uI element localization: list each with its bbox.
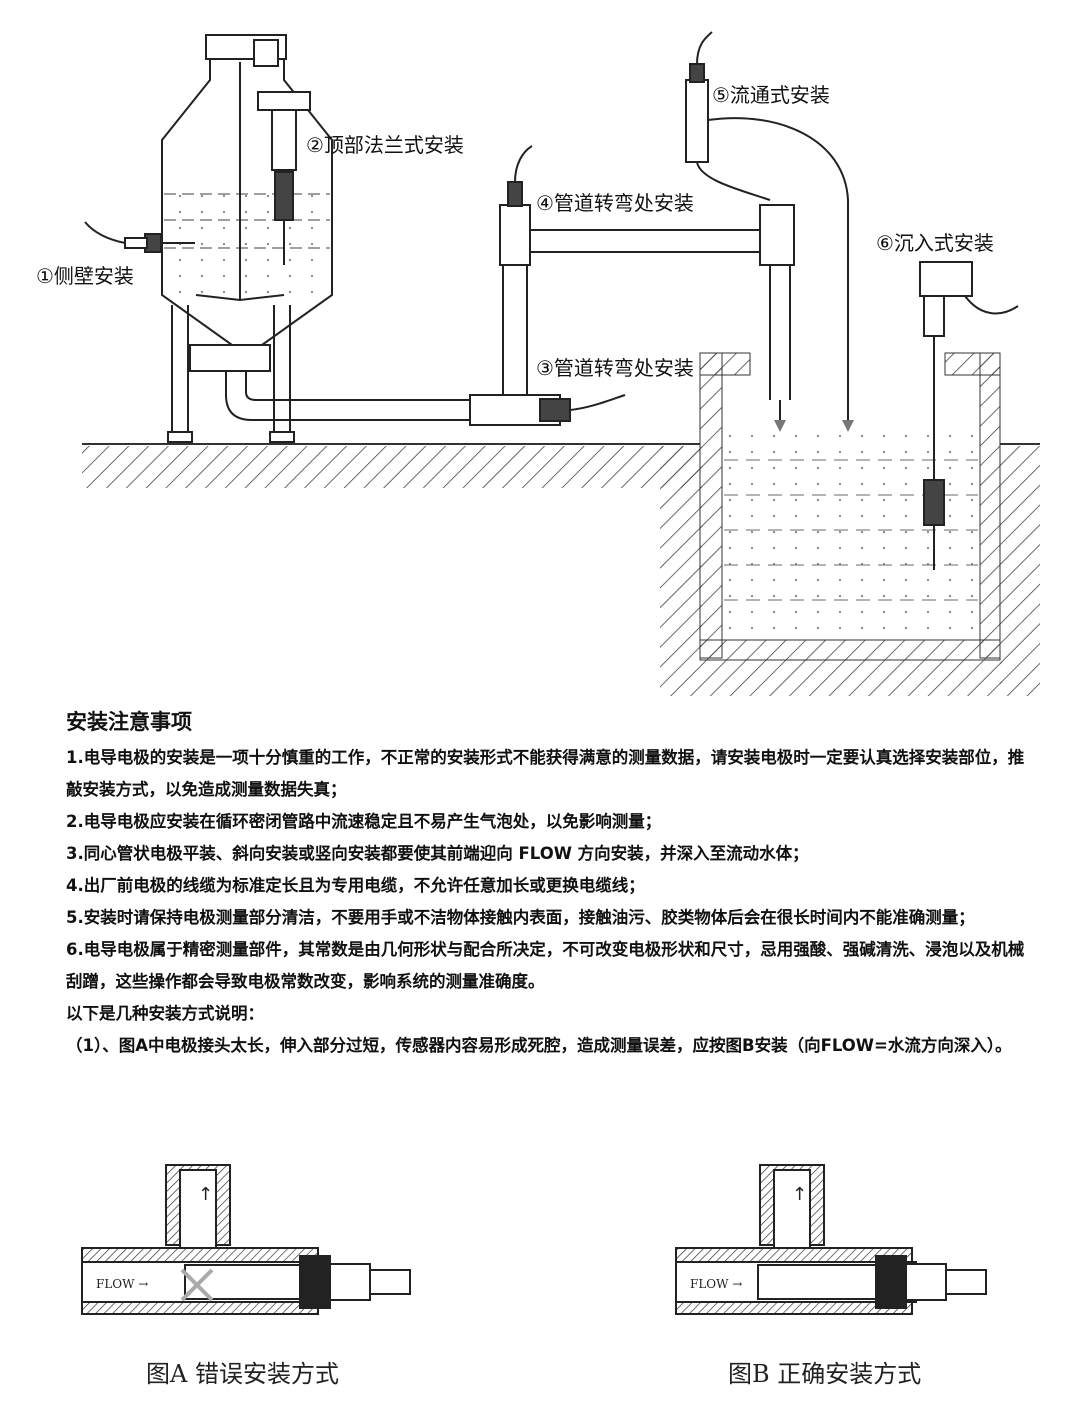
figure-a: ↑: [81, 1164, 411, 1315]
svg-text:↑: ↑: [198, 1184, 213, 1205]
ground: [82, 443, 1040, 696]
note-item-2: 2.电导电极应安装在循环密闭管路中流速稳定且不易产生气泡处，以免影响测量；: [66, 812, 662, 831]
note-item-3: 3.同心管状电极平装、斜向安装或竖向安装都要使其前端迎向 FLOW 方向安装，并…: [66, 844, 809, 863]
vessel: [84, 34, 333, 443]
note-item-1: 1.电导电极的安装是一项十分慎重的工作，不正常的安装形式不能获得满意的测量数据，…: [66, 748, 1025, 799]
label-immersion: ⑥沉入式安装: [876, 231, 994, 255]
figure-b: ↑: [675, 1164, 987, 1315]
svg-text:↑: ↑: [792, 1184, 807, 1205]
label-top-flange: ②顶部法兰式安装: [306, 133, 464, 157]
pipes: [225, 31, 1019, 570]
note-item-5: 5.安装时请保持电极测量部分清洁，不要用手或不洁物体接触内表面，接触油污、胶类物…: [66, 908, 975, 927]
open-tank: [699, 352, 1001, 661]
installation-notes: 安装注意事项 1.电导电极的安装是一项十分慎重的工作，不正常的安装形式不能获得满…: [66, 706, 1026, 1062]
label-pipe-bend-lower: ③管道转弯处安装: [536, 356, 694, 380]
label-flow-through: ⑤流通式安装: [712, 83, 830, 107]
fig-b-caption: 图B 正确安装方式: [728, 1360, 921, 1388]
label-side-wall: ①侧壁安装: [36, 264, 134, 288]
notes-title: 安装注意事项: [66, 710, 192, 734]
fig-a-flow-label: FLOW →: [96, 1277, 148, 1291]
fig-a-caption: 图A 错误安装方式: [146, 1360, 339, 1388]
note-item-4: 4.出厂前电极的线缆为标准定长且为专用电缆，不允许任意加长或更换电缆线；: [66, 876, 645, 895]
label-pipe-bend-upper: ④管道转弯处安装: [536, 191, 694, 215]
fig-b-flow-label: FLOW →: [690, 1277, 742, 1291]
note-item-6: 6.电导电极属于精密测量部件，其常数是由几何形状与配合所决定，不可改变电极形状和…: [66, 940, 1025, 991]
notes-explain: （1）、图A中电极接头太长，伸入部分过短，传感器内容易形成死腔，造成测量误差，应…: [66, 1036, 1012, 1055]
notes-intro: 以下是几种安装方式说明：: [66, 1004, 264, 1023]
